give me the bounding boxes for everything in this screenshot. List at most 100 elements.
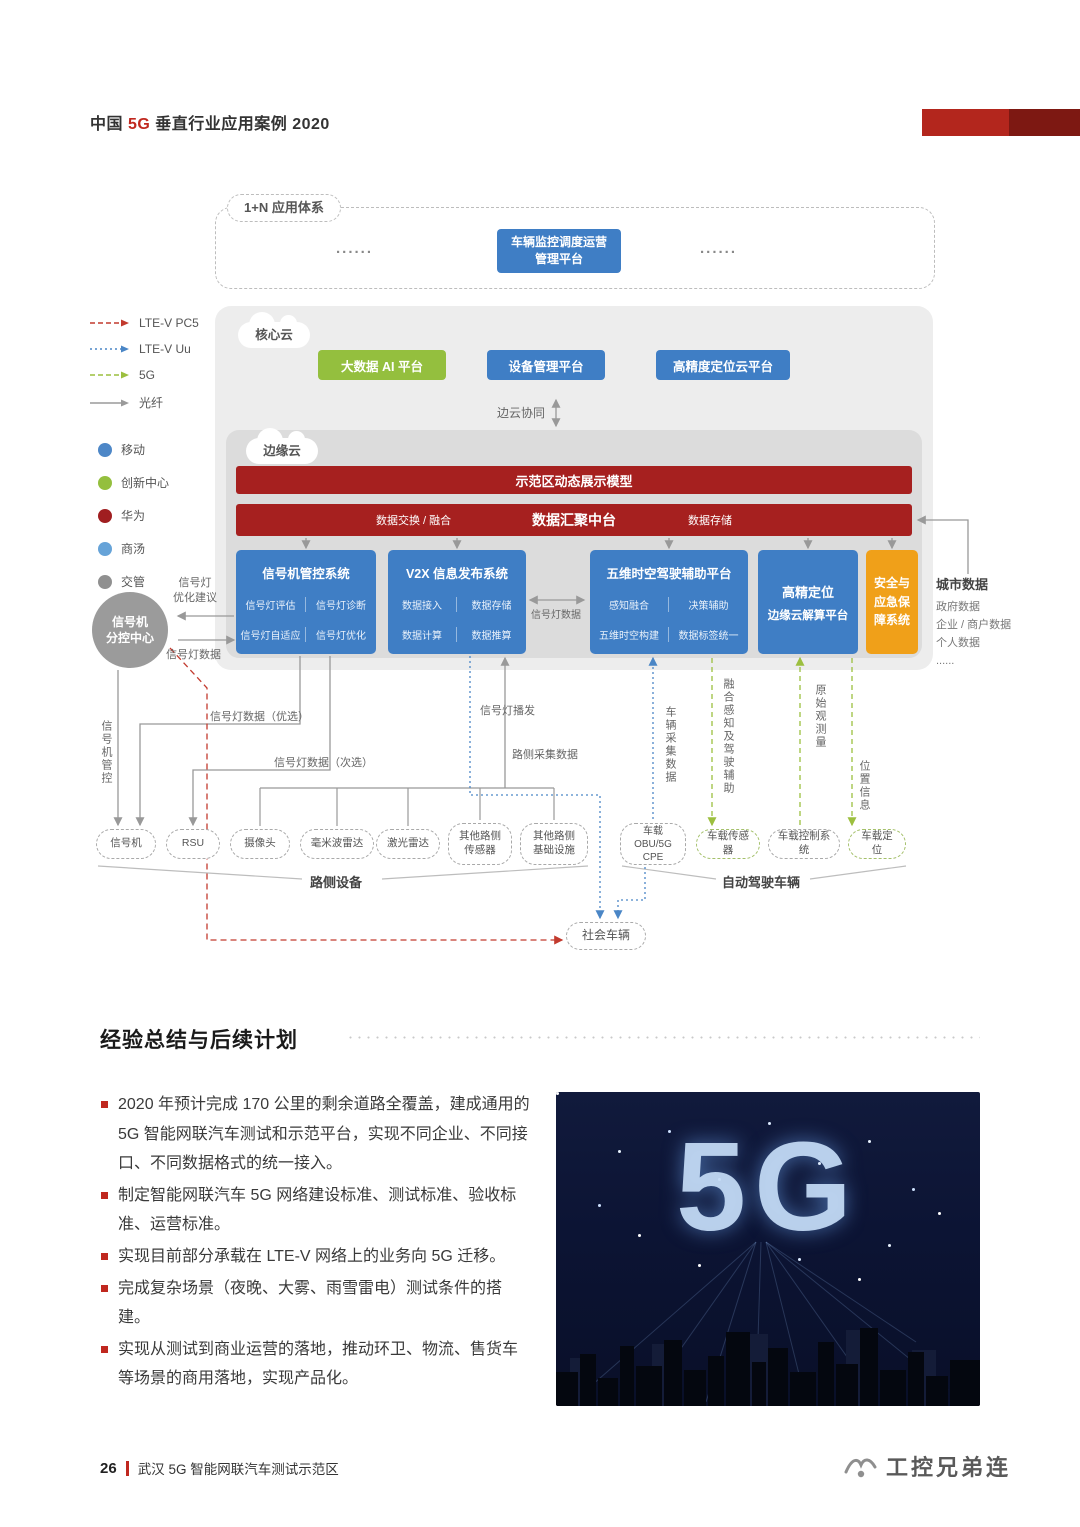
- footer-title: 武汉 5G 智能网联汽车测试示范区: [137, 1462, 339, 1477]
- legend-org-sensetime: 商汤: [98, 540, 145, 557]
- sys-item: 数据计算: [388, 627, 457, 642]
- city-data-item: 政府数据: [936, 601, 980, 613]
- vehicle-group-label: 自动驾驶车辆: [722, 875, 801, 890]
- legend-link-label: LTE-V Uu: [139, 342, 191, 356]
- diagram-connectors: [97, 398, 926, 945]
- legend-link-label: 光纤: [139, 396, 164, 410]
- circle-label-line1: 信号机: [111, 614, 148, 629]
- org-dot-icon: [98, 442, 112, 457]
- sys-item: 信号灯评估: [236, 597, 306, 612]
- hp-positioning-edge-node: 高精定位 边缘云解算平台: [758, 550, 858, 654]
- signal-data-exchange-label: 信号灯数据: [531, 610, 581, 621]
- sys-item: 数据推算: [471, 631, 512, 642]
- legend-link-ltevuu: LTE-V Uu: [90, 342, 191, 356]
- device-vehicle-control: 车载控制系统: [768, 829, 840, 859]
- city-skyline-silhouette: [556, 1328, 980, 1406]
- sys-item: 决策辅助: [688, 601, 729, 612]
- summary-bullet-list: 2020 年预计完成 170 公里的剩余道路全覆盖，建成通用的 5G 智能网联汽…: [100, 1090, 530, 1396]
- legend-link-label: 5G: [139, 368, 156, 382]
- system-title: V2X 信息发布系统: [405, 567, 509, 581]
- legend-org-label: 商汤: [121, 542, 146, 556]
- brand-name: 工控兄弟连: [886, 1455, 1012, 1480]
- sys-item: 数据接入: [388, 597, 457, 612]
- node-title-line1: 高精定位: [781, 584, 834, 600]
- legend-org-label: 交管: [121, 575, 146, 589]
- org-dot-icon: [98, 541, 112, 556]
- system-items: 感知融合 决策辅助 五维时空构建 数据标签统一: [590, 597, 748, 642]
- signal-control-system-node: 信号机管控系统 信号灯评估 信号灯诊断 信号灯自适应 信号灯优化: [236, 550, 376, 654]
- legend-link-fiber: 光纤: [90, 394, 163, 411]
- device-vehicle-sensor: 车载传感器: [696, 829, 760, 859]
- advice-line2: 优化建议: [173, 592, 217, 604]
- city-data-item: ......: [936, 655, 955, 667]
- legend-link-ltevpc5: LTE-V PC5: [90, 316, 199, 330]
- page-header-title: 中国 5G 垂直行业应用案例 2020: [90, 110, 330, 134]
- node-title: 安全与应急保障系统: [873, 576, 910, 628]
- device-other-sensors: 其他路侧传感器: [448, 823, 512, 865]
- sys-item: 数据标签统一: [678, 631, 739, 642]
- vehicle-monitor-platform-node: 车辆监控调度运营管理平台: [497, 229, 621, 273]
- legend-org-traffic: 交管: [98, 573, 145, 590]
- sys-item: 数据存储: [471, 601, 512, 612]
- city-data-block: 城市数据 政府数据 企业 / 商户数据 个人数据 ......: [936, 574, 1056, 670]
- hp-positioning-cloud-node: 高精度定位云平台: [656, 350, 790, 380]
- roadside-group-label: 路侧设备: [310, 875, 363, 890]
- circle-label-line2: 分控中心: [105, 631, 154, 645]
- bullet-item: 实现从测试到商业运营的落地，推动环卫、物流、售货车等场景的商用落地，实现产品化。: [100, 1335, 530, 1394]
- legend-org-label: 华为: [121, 509, 146, 523]
- footer-red-divider: [125, 1460, 129, 1476]
- flow-preferred-label: 信号灯数据（优选）: [210, 711, 309, 723]
- data-hub-center-label: 数据汇聚中台: [532, 512, 616, 528]
- hero-5g-city-image: 5G: [556, 1092, 980, 1406]
- device-rsu: RSU: [166, 829, 220, 859]
- star-dots: [556, 1092, 559, 1095]
- sys-item: 感知融合: [590, 597, 669, 612]
- sys-item: 信号灯优化: [316, 631, 366, 642]
- system-items: 数据接入 数据存储 数据计算 数据推算: [388, 597, 526, 642]
- signal-data-label: 信号灯数据: [166, 649, 221, 661]
- legend-link-5g: 5G: [90, 368, 155, 382]
- social-vehicle-node: 社会车辆: [566, 922, 646, 950]
- flow-roadside-collect-label: 路侧采集数据: [512, 749, 578, 761]
- device-other-infra: 其他路侧基础设施: [520, 823, 588, 865]
- system-items: 信号灯评估 信号灯诊断 信号灯自适应 信号灯优化: [236, 597, 376, 642]
- device-vehicle-positioning: 车载定位: [848, 829, 906, 859]
- flow-secondary-label: 信号灯数据（次选）: [274, 757, 373, 769]
- device-obu-cpe: 车载 OBU/5G CPE: [620, 823, 686, 865]
- city-data-item: 企业 / 商户数据: [936, 619, 1012, 631]
- node-title-line2: 边缘云解算平台: [767, 609, 849, 622]
- header-prefix: 中国: [90, 116, 128, 133]
- city-data-title: 城市数据: [936, 577, 989, 592]
- header-5g-brand: 5G: [127, 116, 151, 133]
- legend-org-mobile: 移动: [98, 441, 145, 458]
- core-cloud-icon: 核心云: [238, 312, 310, 348]
- bullet-item: 完成复杂场景（夜晚、大雾、雨雪雷电）测试条件的搭建。: [100, 1274, 530, 1333]
- device-mgmt-platform-node: 设备管理平台: [487, 350, 605, 380]
- signal-advice-label: 信号灯 优化建议: [168, 576, 222, 606]
- advice-line1: 信号灯: [178, 577, 212, 589]
- legend-link-label: LTE-V PC5: [139, 316, 199, 330]
- header-suffix: 垂直行业应用案例 2020: [150, 116, 330, 133]
- sys-item: 信号灯诊断: [316, 601, 366, 612]
- org-dot-icon: [98, 508, 112, 523]
- app-dots-left: ......: [336, 240, 374, 257]
- edge-cloud-label: 边缘云: [263, 444, 301, 458]
- device-lidar: 激光雷达: [376, 829, 440, 859]
- edge-cloud-icon: 边缘云: [246, 428, 318, 464]
- demo-model-bar: 示范区动态展示模型: [236, 466, 912, 494]
- system-title: 五维时空驾驶辅助平台: [606, 567, 732, 581]
- app-dots-right: ......: [700, 240, 738, 257]
- flow-broadcast-label: 信号灯播发: [480, 705, 535, 717]
- section-title: 经验总结与后续计划: [100, 1029, 298, 1052]
- gray-solid-arrow-icon: [90, 399, 129, 406]
- bullet-item: 实现目前部分承载在 LTE-V 网络上的业务向 5G 迁移。: [100, 1242, 530, 1272]
- data-hub-left-label: 数据交换 / 融合: [376, 515, 452, 527]
- flow-fusion-label: 融合感知及驾驶辅助: [722, 678, 734, 795]
- org-dot-icon: [98, 574, 112, 589]
- device-signal-machine: 信号机: [96, 829, 156, 859]
- system-title: 信号机管控系统: [262, 567, 350, 581]
- header-red-bar: [922, 109, 1080, 136]
- flow-vehicle-collect-label: 车辆采集数据: [664, 706, 676, 784]
- footer: 26 武汉 5G 智能网联汽车测试示范区: [100, 1458, 339, 1478]
